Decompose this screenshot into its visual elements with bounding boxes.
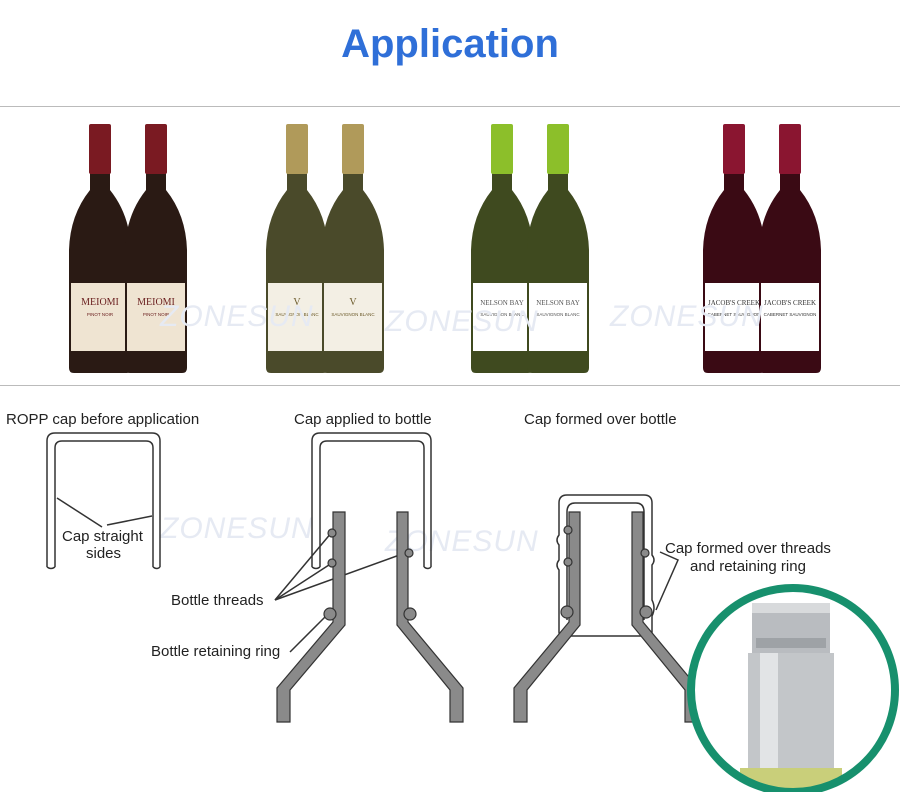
wine-bottle: NELSON BAY SAUVIGNON BLANC [471,124,533,373]
watermark: ZONESUN [610,300,764,333]
bottle-label-variety: CABERNET SAUVIGNON [708,312,761,317]
bottle-label-name: NELSON BAY [480,299,524,307]
wine-bottle-photos: MEIOMI PINOT NOIR MEIOMI PINOT NOIR V SAUVIGN… [69,124,821,373]
bottle-label-variety: PINOT NOIR [143,312,170,317]
divider-top [0,106,900,107]
bottle-label-name: V [349,297,357,308]
bottle-label [324,283,382,351]
bottle-label [71,283,129,351]
wine-bottle: JACOB'S CREEK CABERNET SAUVIGNON [759,124,821,373]
label-cap-before: ROPP cap before application [6,411,200,428]
bottle-label-variety: SAUVIGNON BLANC [480,312,524,317]
cap-before-outline [46,432,161,570]
wine-bottle: V SAUVIGNON BLANC [266,124,328,373]
wine-bottle: V SAUVIGNON BLANC [322,124,384,373]
capsule [491,124,513,174]
bottle-label [705,283,763,351]
divider-middle [0,385,900,386]
capsule [779,124,801,174]
watermark: ZONESUN [160,300,314,333]
capsule [547,124,569,174]
wine-bottle: MEIOMI PINOT NOIR [69,124,131,373]
bottle-label-name: V [293,297,301,308]
bottle-label-variety: SAUVIGNON BLANC [536,312,580,317]
bottle-label-name: MEIOMI [81,297,119,308]
label-straight-sides-2: sides [86,545,122,562]
watermark: ZONESUN [160,512,314,545]
bottle-label [529,283,587,351]
wine-bottle: MEIOMI PINOT NOIR [125,124,187,373]
bottle-pair: V SAUVIGNON BLANC V SAUVIGNON BLANC [266,124,384,373]
bottle-label-name: JACOB'S CREEK [764,299,816,307]
bottle-label-name: MEIOMI [137,297,175,308]
capped-bottle-closeup [691,588,895,792]
bottle-label [761,283,819,351]
wine-bottle: NELSON BAY SAUVIGNON BLANC [527,124,589,373]
bottle-label [268,283,326,351]
closeup-ring [687,584,899,792]
label-retaining-ring: Bottle retaining ring [151,643,281,660]
bottle-label-name: NELSON BAY [536,299,580,307]
bottle-pair: NELSON BAY SAUVIGNON BLANC NELSON BAY SAUVI… [471,124,589,373]
bottle-neck-applied [276,511,346,723]
capsule [723,124,745,174]
label-bottle-threads: Bottle threads [171,592,264,609]
bottle-label-variety: SAUVIGNON BLANC [275,312,319,317]
bottle-pair: MEIOMI PINOT NOIR MEIOMI PINOT NOIR [69,124,187,373]
label-cap-applied: Cap applied to bottle [294,411,432,428]
label-cap-formed: Cap formed over bottle [524,411,677,428]
bottle-neck-formed [513,511,581,723]
label-formed-threads-2: and retaining ring [690,558,806,575]
bottle-label [127,283,185,351]
bottle-label [473,283,531,351]
page-title: Application [341,22,559,66]
bottle-label-variety: CABERNET SAUVIGNON [764,312,817,317]
label-formed-threads: Cap formed over threads [665,540,831,557]
bottle-label-variety: PINOT NOIR [87,312,114,317]
capsule [286,124,308,174]
capsule [145,124,167,174]
bottle-label-name: JACOB'S CREEK [708,299,760,307]
watermark: ZONESUN [385,305,539,338]
cap-applied-outline [311,432,432,570]
capsule [342,124,364,174]
wine-bottle: JACOB'S CREEK CABERNET SAUVIGNON [703,124,765,373]
bottle-label-variety: SAUVIGNON BLANC [331,312,375,317]
label-straight-sides: Cap straight [62,528,143,545]
capsule [89,124,111,174]
